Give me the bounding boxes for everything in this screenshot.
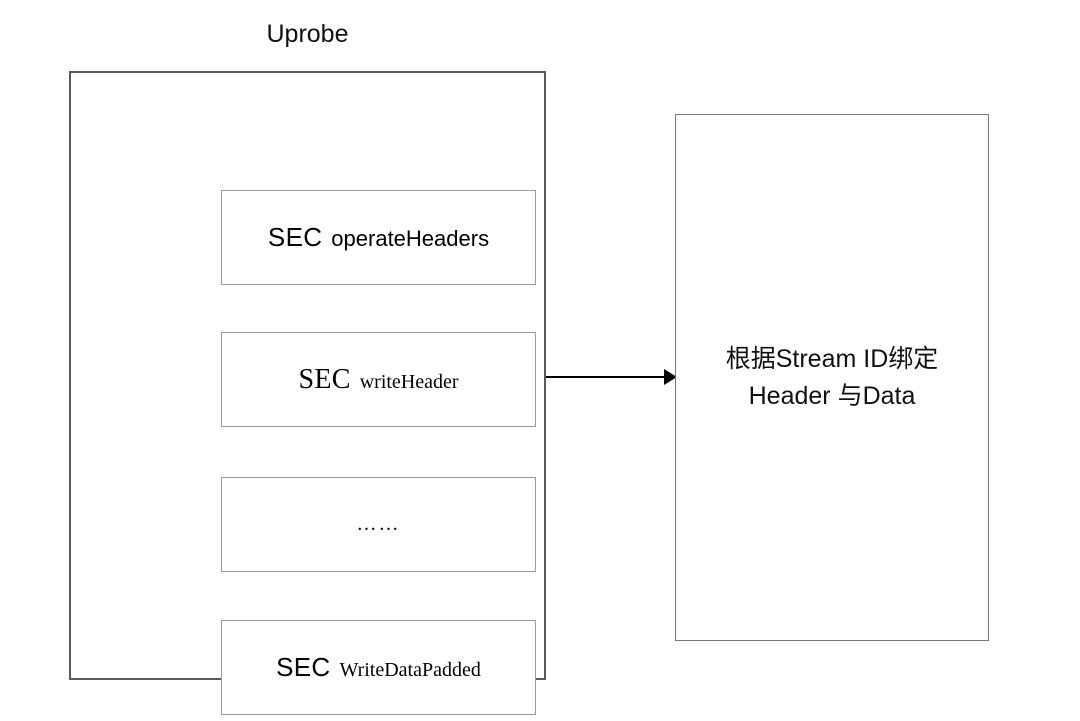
bind-panel-line-2: Header 与Data [748,381,916,410]
sec-box-write-data-padded[interactable]: SEC WriteDataPadded [221,620,536,715]
flow-arrow [546,364,677,390]
sec-function-name: writeHeader [359,370,459,393]
sec-box-write-header[interactable]: SEC writeHeader [221,332,536,427]
ellipsis-text: …… [356,513,401,535]
bind-panel-line-1: 根据Stream ID绑定 [725,344,939,373]
sec-label: SEC operateHeaders [268,222,489,253]
stream-binding-panel: 根据Stream ID绑定 Header 与Data [675,114,989,641]
sec-function-name: operateHeaders [331,226,490,251]
sec-box-ellipsis[interactable]: …… [221,477,536,572]
page-title: Uprobe [266,20,349,48]
sec-label: SEC WriteDataPadded [276,652,481,683]
sec-keyword: SEC [267,222,323,252]
sec-label: …… [357,513,401,536]
uprobe-container: SEC operateHeaders SEC writeHeader …… SE… [69,71,546,715]
arrow-right-icon [546,369,677,385]
sec-function-name: WriteDataPadded [339,659,481,681]
sec-box-operate-headers[interactable]: SEC operateHeaders [221,190,536,285]
sec-keyword: SEC [276,652,331,682]
sec-label: SEC writeHeader [298,364,458,396]
sec-keyword: SEC [298,363,351,395]
